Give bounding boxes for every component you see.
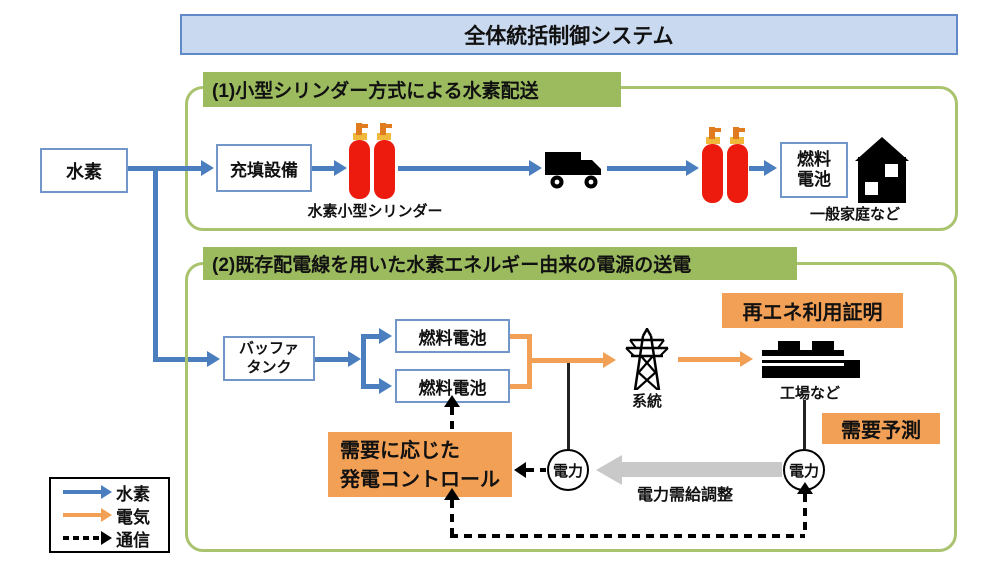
communication-arrow-control-to-fuelcell bbox=[444, 395, 459, 432]
communication-arrow-bottom-to-control bbox=[444, 488, 459, 536]
legend-hydrogen-label: 水素 bbox=[116, 484, 150, 504]
hydrogen-arrow-cylinder-to-fuelcell bbox=[749, 160, 777, 176]
communication-arrow-icon bbox=[63, 531, 112, 544]
fuel-cell-1-box: 燃料電池 bbox=[395, 319, 510, 353]
section1-header: (1)小型シリンダー方式による水素配送 bbox=[203, 72, 621, 107]
electricity-line-fuelcell1 bbox=[510, 334, 532, 339]
electricity-arrow-to-grid bbox=[527, 352, 616, 368]
buffer-tank-box: バッファ タンク bbox=[223, 336, 315, 381]
legend-communication-label: 通信 bbox=[116, 530, 150, 550]
hydrogen-line-branch-vertical bbox=[153, 166, 158, 361]
section2-header: (2)既存配電線を用いた水素エネルギー由来の電源の送電 bbox=[203, 247, 797, 280]
meter-line-right bbox=[803, 400, 806, 449]
demand-forecast-badge: 需要予測 bbox=[822, 413, 940, 444]
fuel-cell-box: 燃料 電池 bbox=[780, 142, 848, 198]
factory-label: 工場など bbox=[779, 385, 840, 402]
legend-row-communication: 通信 bbox=[63, 528, 168, 550]
hydrogen-arrow-split-to-fuelcell1 bbox=[361, 328, 392, 344]
hydrogen-arrow-cylinder-to-truck bbox=[398, 160, 542, 176]
filling-equipment-box: 充填設備 bbox=[216, 144, 312, 192]
hydrogen-arrow-filling-to-cylinder bbox=[312, 160, 347, 176]
gas-cylinder-icon bbox=[349, 123, 395, 199]
communication-arrow-bottom-to-circle bbox=[797, 482, 812, 536]
household-label: 一般家庭など bbox=[809, 206, 900, 223]
hydrogen-arrow-icon bbox=[63, 485, 112, 499]
communication-arrow-circle-to-control bbox=[514, 462, 546, 477]
cylinder-label: 水素小型シリンダー bbox=[307, 203, 443, 220]
supply-demand-arrow bbox=[596, 454, 782, 485]
power-circle-left: 電力 bbox=[547, 449, 589, 491]
hydrogen-arrow-split-to-fuelcell2 bbox=[361, 378, 392, 394]
hydrogen-arrow-source-to-filling bbox=[128, 160, 214, 176]
electricity-arrow-icon bbox=[63, 508, 112, 522]
hydrogen-arrow-buffer-to-split bbox=[315, 351, 361, 367]
communication-line-bottom bbox=[450, 534, 805, 538]
generation-control-box: 需要に応じた 発電コントロール bbox=[328, 432, 512, 497]
hydrogen-line-split-vertical bbox=[361, 334, 366, 389]
legend: 水素 電気 通信 bbox=[49, 477, 170, 553]
grid-label: 系統 bbox=[631, 393, 662, 410]
hydrogen-arrow-branch-to-buffer bbox=[153, 351, 220, 367]
legend-electricity-label: 電気 bbox=[116, 507, 150, 527]
house-icon bbox=[855, 137, 909, 203]
factory-icon bbox=[762, 341, 860, 378]
page-title: 全体統括制御システム bbox=[180, 14, 958, 55]
hydrogen-arrow-truck-to-cylinder bbox=[607, 160, 699, 176]
legend-row-electricity: 電気 bbox=[63, 505, 168, 527]
truck-icon bbox=[545, 152, 601, 189]
gas-cylinder-icon bbox=[702, 127, 748, 203]
electricity-line-fuelcell2 bbox=[510, 384, 532, 389]
legend-row-hydrogen: 水素 bbox=[63, 482, 168, 504]
electricity-arrow-grid-to-factory bbox=[678, 351, 753, 367]
supply-demand-label: 電力需給調整 bbox=[636, 487, 733, 504]
transmission-tower-icon bbox=[625, 328, 669, 390]
hydrogen-source-box: 水素 bbox=[40, 148, 128, 193]
renewable-cert-badge: 再エネ利用証明 bbox=[722, 293, 903, 328]
meter-line-left bbox=[567, 363, 570, 449]
